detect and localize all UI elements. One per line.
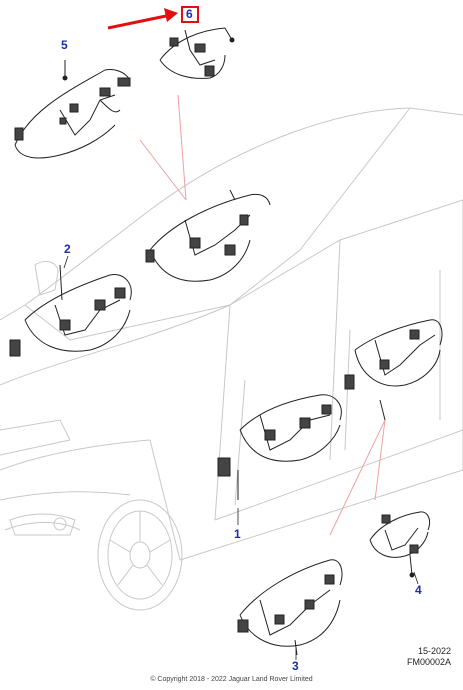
harness-1 [217, 394, 342, 500]
harness-5 [14, 60, 131, 159]
figure-reference: 15-2022 FM00002A [380, 646, 451, 668]
highlight-arrow [107, 8, 178, 30]
harness-2 [9, 264, 132, 357]
callout-2: 2 [64, 242, 71, 256]
harness-6 [159, 27, 235, 79]
callout-leaders [63, 255, 419, 660]
date-code: 15-2022 [417, 646, 451, 656]
callout-6: 6 [186, 7, 193, 21]
headlamp [9, 513, 76, 536]
callout-4: 4 [415, 583, 422, 597]
leader-lines [139, 94, 386, 536]
callout-5: 5 [61, 38, 68, 52]
harness-rear-door [344, 319, 443, 421]
callout-1: 1 [234, 527, 241, 541]
harness-roof [145, 189, 271, 282]
harness-4 [369, 511, 431, 578]
front-wheel [97, 499, 183, 611]
callout-3: 3 [292, 659, 299, 673]
figure-code: FM00002A [406, 657, 451, 667]
callout-6-highlight-box [181, 6, 199, 23]
copyright-notice: © Copyright 2018 - 2022 Jaguar Land Rove… [150, 676, 313, 683]
harness-3 [237, 559, 343, 656]
